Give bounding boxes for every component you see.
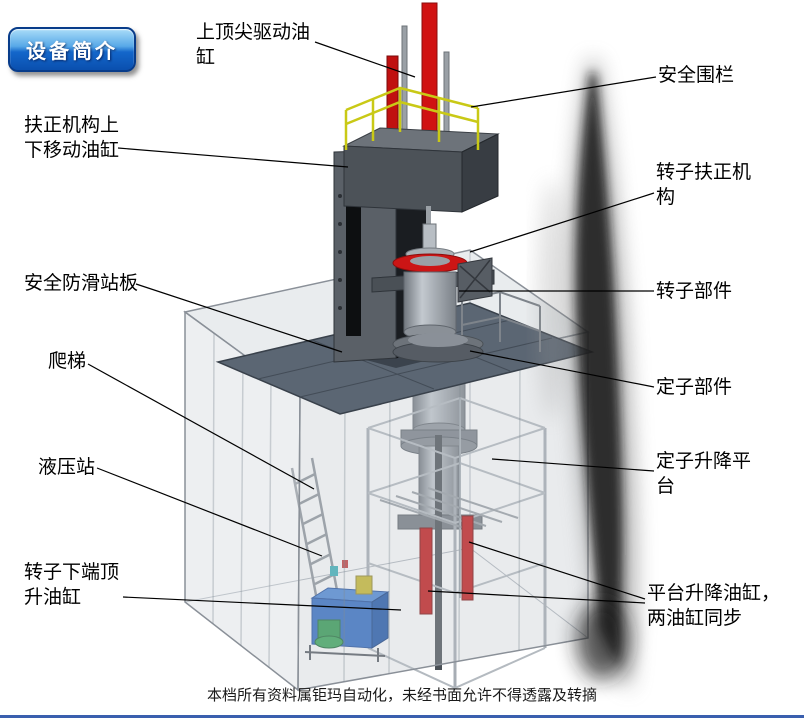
safety-railing: [344, 86, 480, 150]
leader-rotor-aligning-mechanism: [469, 192, 655, 253]
leader-antislip-platform: [135, 283, 343, 353]
label-ladder: 爬梯: [48, 350, 87, 372]
leader-hydraulic-station: [96, 467, 323, 557]
label-aligning-move-cylinder: 扶正机构上下移动油缸: [24, 114, 120, 162]
enclosure-box: [183, 249, 590, 692]
rotor-body: [403, 271, 457, 333]
label-rotor-aligning-mechanism: 转子扶正机构: [656, 161, 752, 209]
leader-ladder: [87, 363, 315, 490]
footer-copyright: 本档所有资料属钜玛自动化，未经书面允许不得透露及转摘: [206, 686, 597, 704]
center-jack-rod: [435, 435, 442, 670]
label-rotor-part: 转子部件: [656, 280, 733, 302]
footer-divider-line: [0, 715, 804, 718]
title-badge: 设备简介: [8, 27, 136, 72]
lift-tower-beams: [367, 396, 546, 690]
smudge-artifact: [538, 60, 637, 692]
leader-platform-lift-1: [468, 541, 646, 600]
leader-platform-lift-2: [427, 590, 646, 604]
leader-safety-fence: [470, 76, 657, 108]
label-antislip-platform: 安全防滑站板: [24, 272, 139, 294]
enclosure-studs: [212, 332, 521, 683]
leader-aligning-move-cylinder: [117, 147, 349, 168]
platform-lift-cylinder-left: [419, 527, 433, 615]
leader-stator-part: [469, 350, 655, 388]
leader-rotor-bottom-jack: [122, 596, 402, 611]
press-head: [342, 127, 500, 213]
label-rotor-bottom-jack-cylinder: 转子下端顶升油缸: [24, 561, 120, 609]
rotor-assembly: [371, 206, 495, 363]
platform-lift-cylinder-right: [461, 515, 474, 601]
leader-stator-lift-platform: [491, 458, 655, 472]
top-drive-cylinder-main: [421, 2, 438, 144]
label-safety-fence: 安全围栏: [658, 64, 735, 86]
lift-deck-slats: [379, 487, 519, 531]
hydraulic-station-graphic: [304, 560, 390, 662]
label-platform-lift-cylinders: 平台升降油缸，两油缸同步: [647, 582, 781, 630]
label-stator-lift-platform: 定子升降平台: [656, 450, 752, 498]
label-top-drive-cylinder: 上顶尖驱动油缸: [196, 21, 311, 69]
label-hydraulic-station: 液压站: [38, 456, 96, 478]
label-stator-part: 定子部件: [656, 376, 733, 398]
leader-top-drive-cylinder: [314, 41, 416, 78]
leader-lines: [87, 41, 657, 611]
